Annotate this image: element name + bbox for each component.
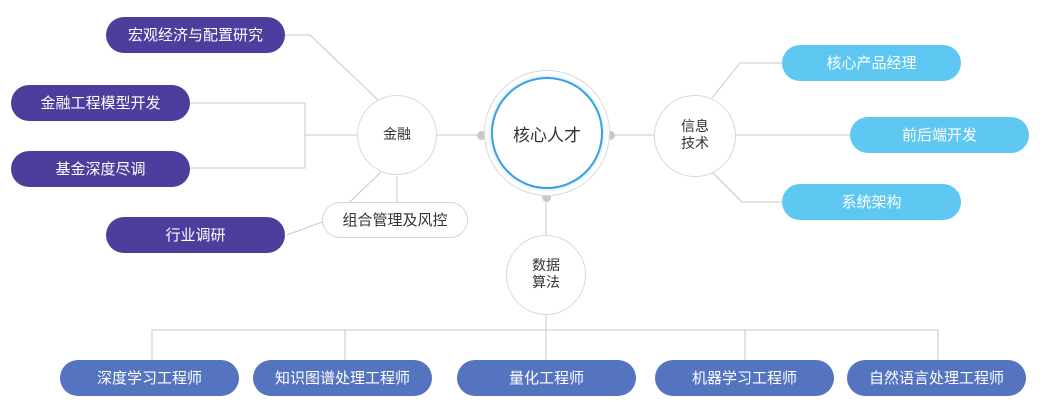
connector-dot-left [477,131,486,140]
connector-dot-right [606,131,615,140]
tech-item-system-architecture: 系统架构 [782,184,961,220]
algo-item-machine-learning: 机器学习工程师 [655,360,834,396]
finance-item-fund-due-diligence: 基金深度尽调 [11,151,190,187]
tech-item-product-manager: 核心产品经理 [782,45,961,81]
algo-item-quant-engineer: 量化工程师 [457,360,636,396]
tech-item-fullstack-dev: 前后端开发 [850,117,1029,153]
algo-item-nlp: 自然语言处理工程师 [847,360,1026,396]
finance-item-macro-research: 宏观经济与配置研究 [106,17,285,53]
tech-hub-label-line1: 信息 [681,119,709,135]
algo-hub-label-line1: 数据 [532,258,560,274]
finance-hub-label: 金融 [383,126,411,143]
algo-hub: 数据 算法 [506,235,586,315]
finance-item-quant-model-dev: 金融工程模型开发 [11,85,190,121]
center-node-label: 核心人才 [513,125,581,146]
tech-hub-label-line2: 技术 [681,136,709,152]
algo-item-knowledge-graph: 知识图谱处理工程师 [253,360,432,396]
finance-hub: 金融 [357,95,437,175]
tech-hub: 信息 技术 [654,95,736,177]
center-node: 核心人才 [491,77,603,189]
finance-item-industry-research: 行业调研 [106,217,285,253]
connector-dot-bottom [542,193,551,202]
algo-hub-label-line2: 算法 [532,275,560,291]
finance-item-portfolio-risk: 组合管理及风控 [322,202,468,238]
algo-item-deep-learning: 深度学习工程师 [60,360,239,396]
